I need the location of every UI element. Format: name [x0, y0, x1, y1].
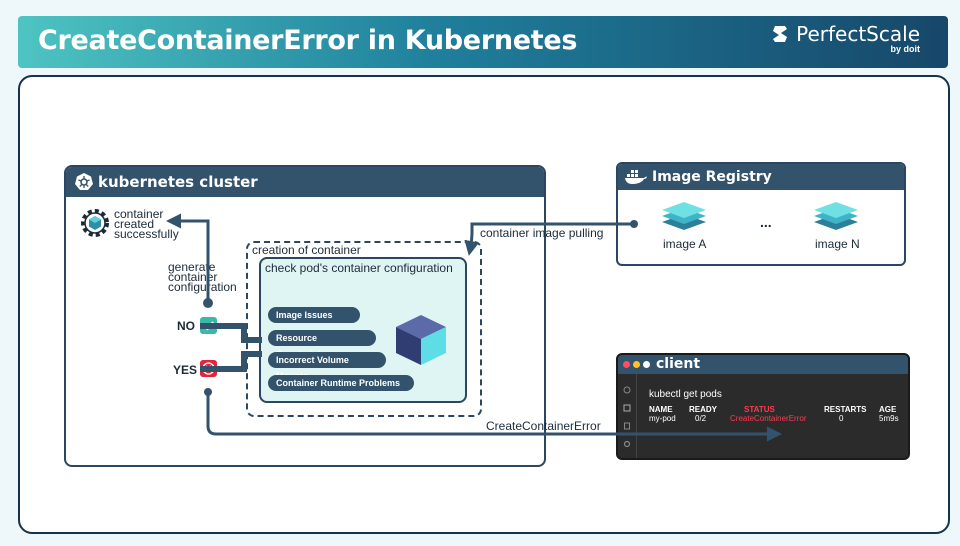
window-maximize-icon	[643, 361, 650, 368]
window-minimize-icon	[633, 361, 640, 368]
title-banner: CreateContainerError in Kubernetes Perfe…	[18, 16, 948, 68]
column-ready: READY	[689, 405, 718, 414]
image-a-label: image A	[663, 237, 707, 251]
settings-icon	[623, 440, 631, 448]
check-badge-icon	[200, 317, 217, 334]
terminal-command: kubectl get pods	[649, 389, 722, 400]
logo-name: PerfectScale	[796, 22, 920, 46]
cluster-header: kubernetes cluster	[66, 167, 544, 197]
registry-header: Image Registry	[618, 164, 904, 190]
yes-label: YES	[173, 363, 198, 377]
cell-name: my-pod	[649, 414, 676, 423]
kubernetes-icon	[75, 173, 93, 190]
info-icon	[623, 386, 631, 394]
no-label: NO	[177, 319, 195, 333]
issue-pill: Incorrect Volume Mounts	[268, 352, 386, 381]
success-label-line3: successfully	[114, 227, 179, 241]
client-header: client	[618, 355, 908, 374]
image-registry-box: Image Registry	[616, 162, 906, 266]
gear-icon	[81, 209, 109, 237]
client-terminal: client kubectl get pods NAME READY STATU…	[616, 353, 910, 460]
brand-logo: PerfectScale by doit	[773, 22, 921, 54]
docker-icon	[625, 170, 647, 184]
image-layers-icon	[814, 202, 858, 230]
client-title: client	[656, 356, 701, 372]
cell-restarts: 0	[839, 414, 844, 423]
generate-label-line3: configuration	[168, 280, 237, 294]
column-status: STATUS	[744, 405, 775, 414]
cluster-title: kubernetes cluster	[98, 173, 258, 191]
error-flow-label: CreateContainerError	[486, 419, 601, 433]
image-n-label: image N	[815, 237, 860, 251]
column-age: AGE	[879, 405, 897, 414]
issue-pill: Image Issues	[268, 307, 360, 323]
cell-age: 5m9s	[879, 414, 899, 423]
registry-title: Image Registry	[652, 169, 772, 185]
file-icon	[624, 422, 630, 430]
image-pulling-label: container image pulling	[480, 226, 604, 240]
cell-ready: 0/2	[695, 414, 707, 423]
success-label-line2: created	[114, 217, 155, 231]
success-label-line1: container	[114, 207, 164, 221]
error-badge-icon	[200, 360, 217, 377]
container-cube-icon	[396, 315, 446, 365]
terminal-icon	[623, 404, 631, 412]
cell-status: CreateContainerError	[730, 414, 807, 423]
perfectscale-logo-icon	[773, 26, 788, 42]
page-title: CreateContainerError in Kubernetes	[38, 25, 578, 56]
issue-pill: Resource Constraints	[268, 330, 376, 359]
column-restarts: RESTARTS	[824, 405, 867, 414]
terminal-sidebar	[618, 374, 637, 458]
image-layers-icon	[662, 202, 706, 230]
logo-byline: by doit	[890, 44, 921, 54]
registry-ellipsis: ...	[760, 214, 772, 230]
creation-label: creation of container	[252, 243, 361, 257]
check-configuration-title: check pod's container configuration	[265, 261, 453, 275]
column-name: NAME	[649, 405, 673, 414]
window-close-icon	[623, 361, 630, 368]
issue-pill: Container Runtime Problems	[268, 375, 414, 391]
